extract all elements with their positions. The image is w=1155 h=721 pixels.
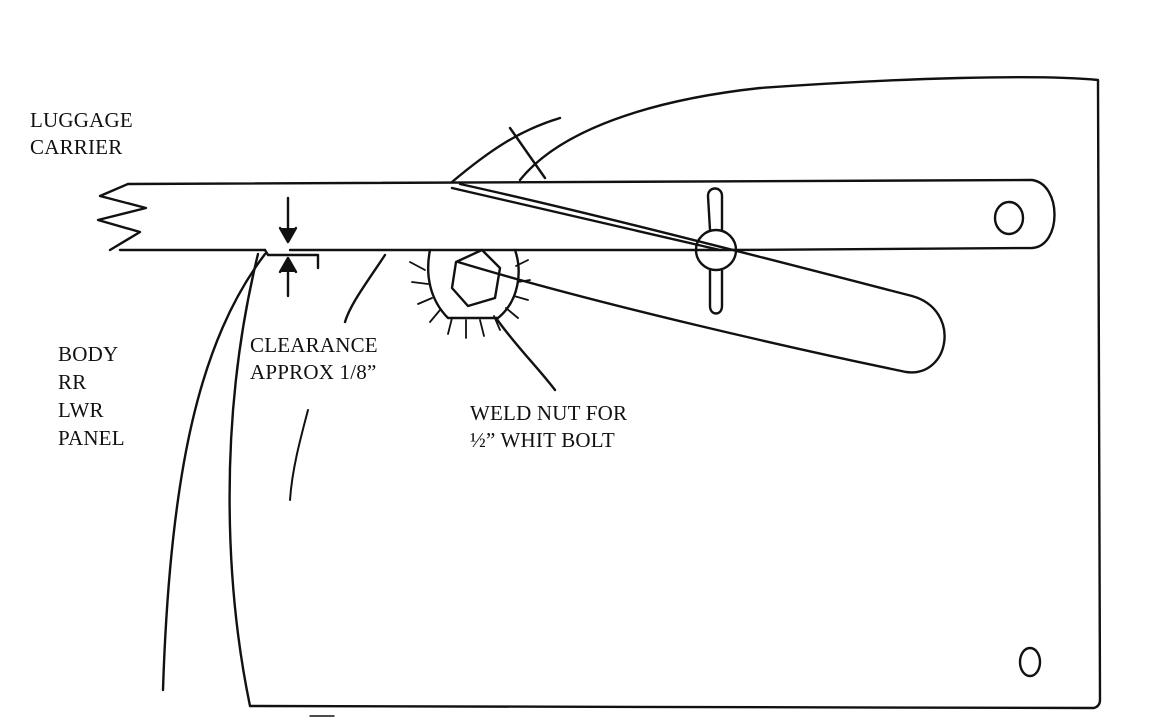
label-body-panel-line-1: BODY	[58, 342, 119, 366]
label-luggage-carrier: LUGGAGE CARRIER	[30, 107, 133, 161]
body-panel-outline	[228, 75, 1102, 710]
weld-nut-leader	[494, 316, 557, 392]
weld-bead-strokes	[409, 259, 531, 339]
pivot-bolt	[694, 228, 738, 272]
pivot-wing-lower	[708, 268, 724, 315]
label-clearance: CLEARANCE APPROX 1/8”	[250, 332, 378, 386]
clearance-leader	[343, 253, 387, 324]
label-clearance-line-1: CLEARANCE	[250, 333, 378, 357]
luggage-carrier-bar	[126, 178, 1056, 252]
weld-nut-hex	[450, 248, 502, 308]
pivot-wing-upper	[706, 187, 724, 232]
bracket-arm-upper-edge	[450, 186, 722, 252]
body-panel-left-edge	[161, 252, 267, 692]
panel-lower-hole	[1018, 646, 1042, 678]
body-panel-upper-curve	[450, 116, 562, 184]
label-weld-nut: WELD NUT FOR ½” WHIT BOLT	[470, 400, 627, 454]
label-body-panel-line-2: RR	[58, 370, 87, 394]
label-body-panel: BODY RR LWR PANEL	[58, 340, 125, 452]
label-body-panel-line-4: PANEL	[58, 426, 125, 450]
clearance-arrow-bottom-head	[278, 256, 298, 274]
carrier-break-line	[96, 182, 148, 252]
label-luggage-carrier-line-2: CARRIER	[30, 135, 123, 159]
carrier-end-hole	[993, 200, 1025, 236]
bracket-arm	[456, 182, 946, 374]
clearance-gap-step	[263, 248, 320, 270]
label-weld-nut-line-2: ½” WHIT BOLT	[470, 428, 615, 452]
label-luggage-carrier-line-1: LUGGAGE	[30, 108, 133, 132]
label-body-panel-line-3: LWR	[58, 398, 104, 422]
clearance-arrow-top-head	[278, 226, 298, 244]
body-panel-upper-curve-2	[508, 126, 547, 180]
label-clearance-line-2: APPROX 1/8”	[250, 360, 377, 384]
label-weld-nut-line-1: WELD NUT FOR	[470, 401, 628, 425]
weld-nut-outer	[426, 248, 520, 320]
